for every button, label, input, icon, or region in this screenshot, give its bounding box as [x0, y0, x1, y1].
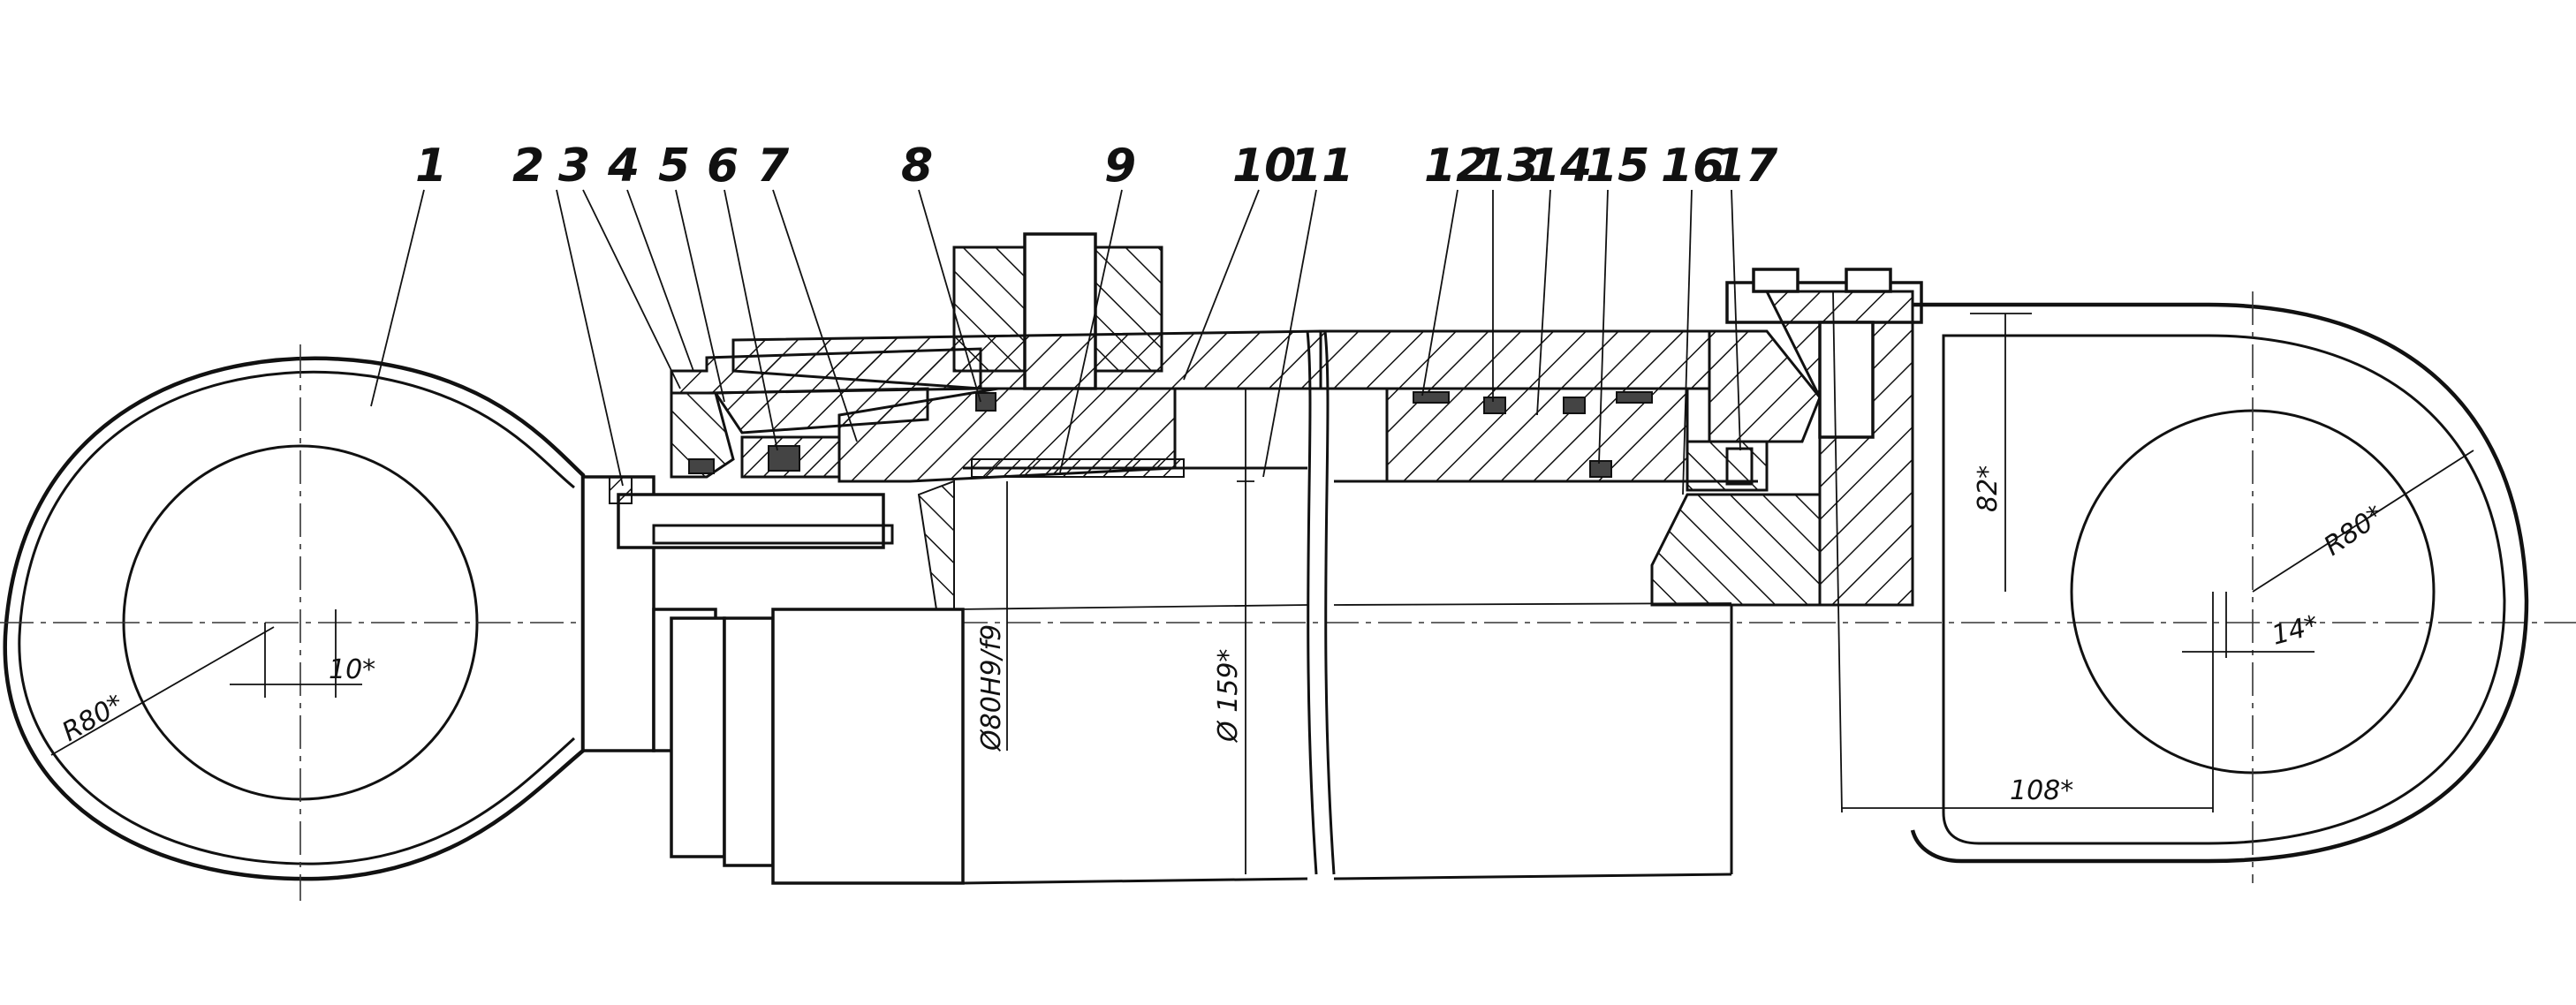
callout-10: 10 — [1232, 140, 1296, 193]
callout-2: 2 — [512, 140, 544, 193]
callout-16: 16 — [1661, 140, 1724, 193]
callout-11: 11 — [1290, 140, 1353, 193]
callout-14: 14 — [1528, 140, 1592, 193]
piston-rod-section — [581, 475, 965, 885]
callout-3: 3 — [558, 140, 590, 193]
cylinder-barrel — [731, 232, 1758, 885]
callout-15: 15 — [1586, 140, 1649, 193]
diameter-dims — [1006, 389, 1254, 874]
callout-8: 8 — [901, 140, 933, 193]
leader-lines — [370, 189, 1741, 495]
callout-6: 6 — [707, 140, 739, 193]
right-radius-label: R80* — [2319, 499, 2390, 562]
callout-7: 7 — [757, 140, 790, 193]
dimension-labels: R80* 10* Ø80H9/f9 Ø 159* 82* R80* 14* 10… — [57, 465, 2390, 806]
left-radius-label: R80* — [57, 689, 130, 748]
height-82-label: 82* — [1973, 465, 2004, 512]
callout-5: 5 — [658, 140, 690, 193]
callout-12: 12 — [1424, 140, 1488, 193]
piston-assembly — [1385, 387, 1822, 607]
left-rod-eye — [0, 344, 2576, 901]
callout-4: 4 — [607, 140, 640, 193]
callout-13: 13 — [1475, 140, 1539, 193]
callout-1: 1 — [415, 140, 447, 193]
callout-17: 17 — [1714, 140, 1778, 193]
cylinder-diameter-label: Ø 159* — [1213, 649, 1244, 744]
callout-9: 9 — [1104, 140, 1136, 193]
length-108-label: 108* — [2010, 775, 2073, 806]
right-offset-label: 14* — [2269, 609, 2322, 652]
bore-fit-label: Ø80H9/f9 — [976, 624, 1007, 752]
left-offset-label: 10* — [329, 654, 375, 685]
right-cap-eye — [1832, 291, 2529, 883]
callout-labels: 1 2 3 4 5 6 7 8 9 10 11 12 13 14 15 16 1… — [415, 140, 1778, 193]
